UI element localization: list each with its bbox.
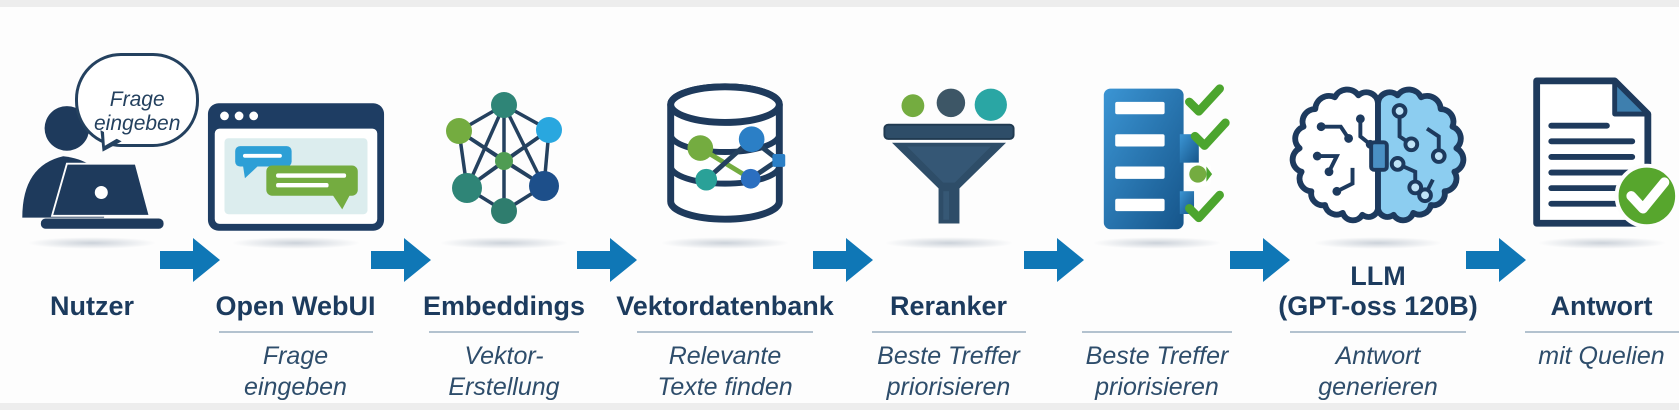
icon-shadow — [1536, 237, 1667, 249]
vektordatenbank-icon-wrap — [650, 65, 800, 233]
stage-subtitle: Beste Treffer priorisieren — [1085, 342, 1229, 401]
database-network-icon — [667, 83, 786, 223]
icon-shadow — [883, 237, 1014, 249]
document-check-icon — [1532, 77, 1679, 229]
flow-arrow — [811, 238, 875, 282]
stage-nutzer: Frage eingeben Nutzer — [12, 53, 200, 341]
stage-ranked-list: Beste Treffer priorisieren — [1072, 65, 1242, 402]
ranked-list-check-icon — [1103, 84, 1230, 230]
stage-open-webui: Open WebUI Frage eingeben — [206, 65, 386, 402]
stage-vektordatenbank: Vektordatenbank Relevante Texte finden — [616, 65, 834, 402]
flow-arrow — [158, 238, 222, 282]
icon-shadow — [1092, 237, 1222, 249]
icon-shadow — [439, 237, 569, 249]
open-webui-icon-wrap — [206, 65, 386, 233]
speech-bubble-text: Frage eingeben — [94, 88, 181, 136]
funnel-icon — [882, 88, 1015, 224]
stage-llm: LLM (GPT-oss 120B) Antwort generieren — [1278, 65, 1478, 402]
ranked-list-icon-wrap — [1079, 65, 1235, 233]
icon-shadow — [1313, 237, 1443, 249]
icon-shadow — [27, 237, 157, 249]
stage-reranker: Reranker Beste Treffer priorisieren — [861, 65, 1036, 402]
embeddings-icon-wrap — [428, 65, 580, 233]
stage-title: Reranker — [889, 290, 1008, 321]
flow-arrow — [369, 238, 433, 282]
browser-chat-icon — [207, 103, 384, 231]
divider — [1290, 331, 1466, 333]
icon-shadow — [660, 237, 790, 249]
stage-subtitle: Antwort generieren — [1318, 342, 1438, 401]
stage-embeddings: Embeddings Vektor- Erstellung — [419, 65, 589, 402]
antwort-icon-wrap — [1518, 65, 1679, 233]
brain-circuit-icon — [1289, 86, 1467, 224]
flow-arrow — [1228, 238, 1292, 282]
stage-title: Embeddings — [422, 290, 585, 321]
pipeline-row: Frage eingeben Nutzer — [0, 7, 1679, 402]
llm-icon-wrap — [1280, 65, 1476, 233]
stage-subtitle: Vektor- Erstellung — [448, 342, 560, 401]
stage-subtitle: Frage eingeben — [244, 342, 347, 401]
user-laptop-icon — [22, 106, 164, 229]
stage-subtitle: mit Quelien — [1538, 342, 1665, 370]
stage-antwort: Antwort mit Quelien — [1514, 65, 1679, 372]
stage-title: Antwort — [1550, 290, 1653, 321]
divider — [218, 331, 373, 333]
divider — [1524, 331, 1679, 333]
stage-subtitle: Relevante Texte finden — [657, 342, 793, 401]
stage-title: Vektordatenbank — [616, 290, 834, 321]
stage-subtitle: Beste Treffer priorisieren — [877, 342, 1020, 401]
speech-bubble: Frage eingeben — [75, 53, 200, 148]
nutzer-icon-wrap: Frage eingeben — [13, 53, 200, 233]
divider — [871, 331, 1026, 333]
stage-title: LLM (GPT-oss 120B) — [1278, 260, 1478, 321]
divider — [1082, 331, 1232, 333]
divider — [637, 331, 813, 333]
reranker-icon-wrap — [859, 65, 1039, 233]
icon-shadow — [230, 237, 361, 249]
divider — [429, 331, 579, 333]
stage-title: Nutzer — [49, 290, 134, 321]
flow-arrow — [575, 238, 639, 282]
flow-arrow — [1464, 238, 1528, 282]
stage-title: Open WebUI — [215, 290, 376, 321]
network-graph-icon — [446, 92, 562, 224]
flow-arrow — [1022, 238, 1086, 282]
